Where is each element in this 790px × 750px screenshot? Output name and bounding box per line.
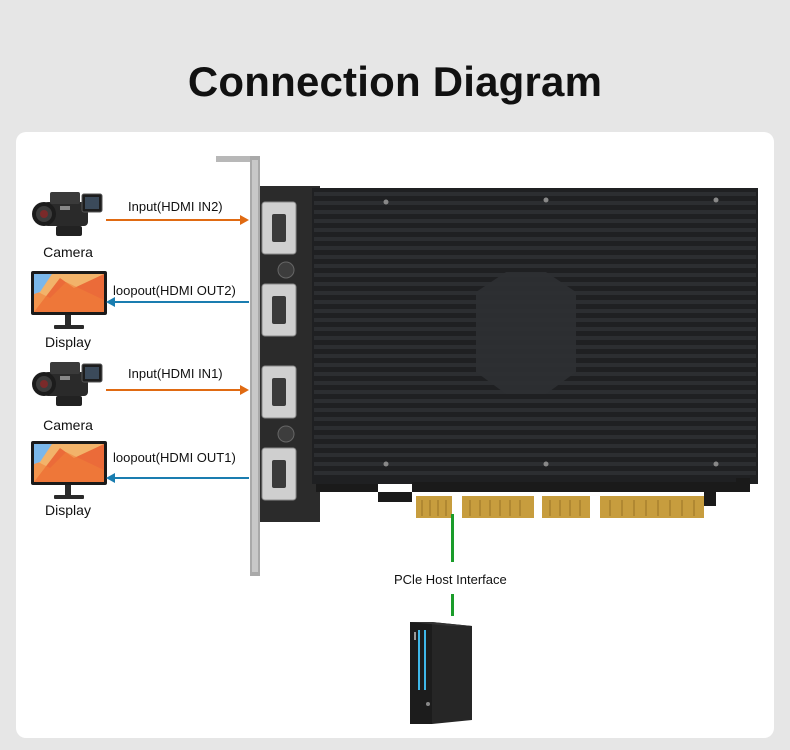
heatsink-fin — [314, 417, 756, 421]
input-arrow — [106, 219, 240, 221]
heatsink-fin — [314, 426, 756, 430]
pcie-capture-card-icon — [216, 156, 758, 576]
heatsink-fin — [314, 462, 756, 466]
pcie-connection-line — [451, 514, 454, 562]
heatsink-fin — [314, 453, 756, 457]
output-arrow — [115, 301, 249, 303]
heatsink-fin — [314, 246, 756, 250]
device-label: Display — [45, 502, 91, 518]
heatsink-fin — [314, 399, 756, 403]
heatsink-fin — [314, 408, 756, 412]
input-arrow — [106, 389, 240, 391]
arrow-head — [106, 473, 115, 483]
heatsink-fin — [314, 228, 756, 232]
heatsink-fin — [314, 255, 756, 259]
video-camera-icon — [32, 362, 103, 406]
heatsink-fin — [314, 201, 756, 205]
heatsink-fin — [314, 237, 756, 241]
arrow-head — [240, 385, 249, 395]
arrow-head — [106, 297, 115, 307]
heatsink-fin — [314, 264, 756, 268]
connection-label: loopout(HDMI OUT2) — [113, 283, 236, 298]
heatsink-fin — [314, 435, 756, 439]
device-label: Camera — [43, 417, 93, 433]
device-label: Camera — [43, 244, 93, 260]
monitor-icon — [31, 441, 107, 499]
arrow-head — [240, 215, 249, 225]
heatsink-fin — [314, 471, 756, 475]
monitor-icon — [31, 271, 107, 329]
pcie-connection-line — [451, 594, 454, 616]
connection-label: Input(HDMI IN2) — [128, 199, 223, 214]
device-label: Display — [45, 334, 91, 350]
video-camera-icon — [32, 192, 103, 236]
pcie-host-interface-label: PCle Host Interface — [394, 572, 507, 587]
heatsink-fin — [314, 444, 756, 448]
heatsink-fin — [314, 210, 756, 214]
output-arrow — [115, 477, 249, 479]
pc-tower-icon — [410, 622, 472, 724]
connection-label: loopout(HDMI OUT1) — [113, 450, 236, 465]
connection-label: Input(HDMI IN1) — [128, 366, 223, 381]
page-title: Connection Diagram — [187, 58, 603, 105]
heatsink-fin — [314, 219, 756, 223]
heatsink-fin — [314, 192, 756, 196]
